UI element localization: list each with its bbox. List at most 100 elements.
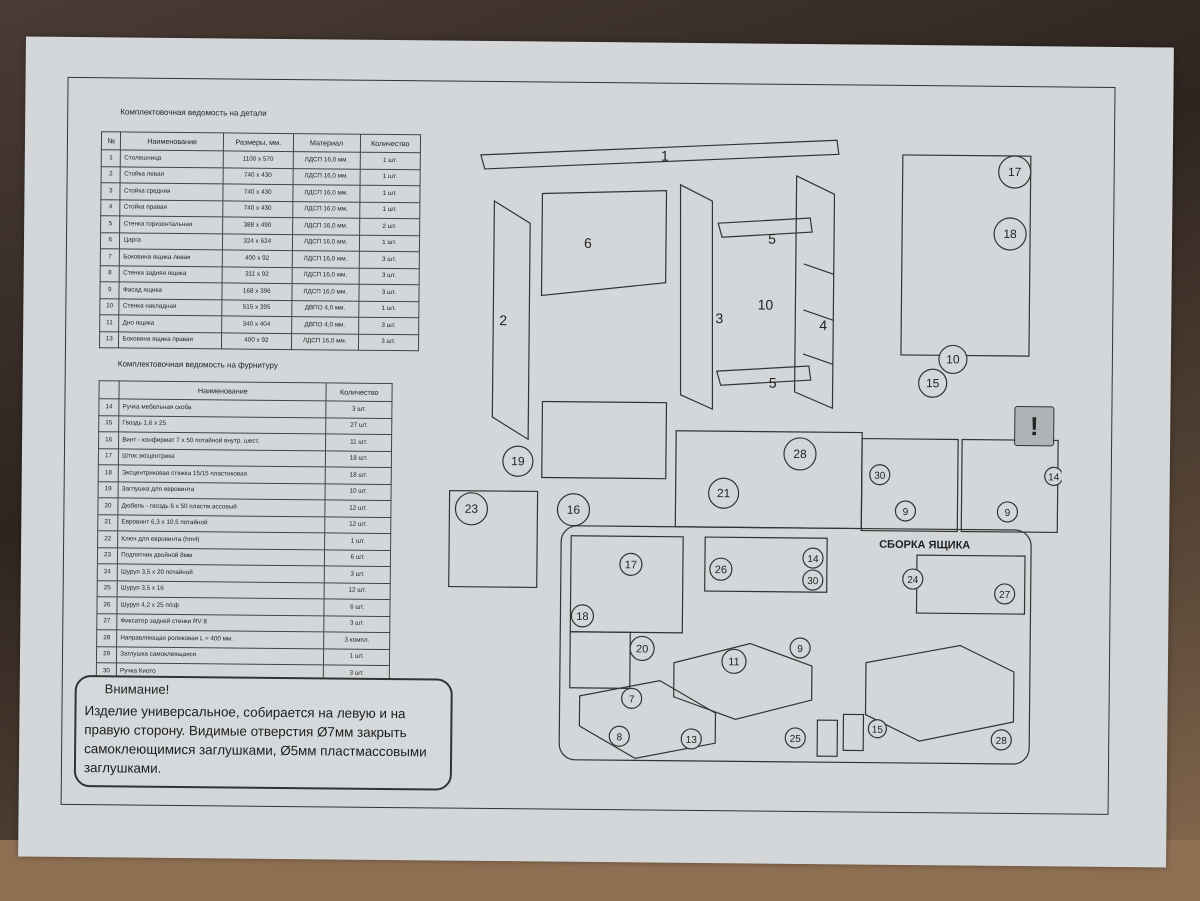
callout-9a-circle: [894, 500, 917, 522]
callout-8-circle: [608, 725, 630, 747]
table-cell: 1 шт.: [359, 201, 420, 219]
table-cell: Стойка левая: [120, 166, 224, 184]
table-cell: 1100 х 570: [223, 150, 294, 169]
parts-column-header: Материал: [293, 133, 361, 153]
label-30a: 30: [874, 471, 886, 482]
table-cell: 3 шт.: [324, 565, 391, 584]
label-10: 10: [758, 297, 774, 313]
hardware-heading: Комплектовочная ведомость на фурнитуру: [117, 359, 278, 370]
table-cell: 11 шт.: [325, 433, 392, 452]
detail-rail-screw: [674, 430, 863, 530]
detail-drill-1: [860, 437, 959, 533]
label-14b: 14: [807, 554, 819, 565]
table-cell: Гвоздь 1,6 х 25: [118, 415, 327, 434]
table-cell: 3 шт.: [358, 333, 419, 351]
panel-3-middle-stand: [679, 183, 714, 411]
table-cell: 13: [99, 331, 120, 348]
table-cell: 740 х 430: [222, 183, 293, 202]
callout-9b-circle: [996, 501, 1019, 523]
callout-20-circle: [629, 635, 655, 662]
label-5b: 5: [769, 375, 777, 391]
table-cell: Заглушка для евровинта: [118, 481, 326, 500]
drawer-detail-screw: [816, 719, 839, 757]
table-cell: 1 шт.: [358, 300, 419, 318]
table-cell: Стенка накладная: [119, 298, 222, 316]
panel-2-left-stand: [491, 199, 531, 441]
hardware-column-header: Наименование: [119, 380, 327, 401]
detail-confirmat: [541, 400, 668, 480]
label-25: 25: [790, 734, 802, 745]
table-cell: Царга: [119, 232, 223, 250]
table-cell: 22: [97, 530, 118, 548]
label-30b: 30: [807, 576, 819, 587]
table-cell: 23: [97, 547, 118, 564]
table-cell: Эксцентриковая стяжка 15/15 пластиковая: [118, 464, 326, 484]
table-cell: 14: [98, 398, 120, 416]
table-cell: Заглушка самоклеящаяся: [116, 646, 325, 665]
callout-24-circle: [902, 568, 924, 590]
parts-column-header: Наименование: [120, 131, 224, 151]
panel-6-back: [540, 190, 668, 297]
callout-15a-circle: [918, 368, 948, 398]
table-cell: 9: [99, 281, 120, 299]
drawer-assembly-region: [558, 525, 1032, 765]
table-cell: 12 шт.: [324, 582, 391, 600]
callout-26-circle: [709, 557, 733, 581]
hardware-number-header: [98, 380, 120, 399]
table-cell: 6: [100, 232, 121, 249]
drawer-assembly-title: СБОРКА ЯЩИКА: [879, 538, 971, 552]
table-cell: 515 х 395: [221, 299, 292, 317]
table-cell: 1 шт.: [359, 168, 421, 186]
table-cell: 4: [100, 199, 121, 216]
table-cell: Направляющая роликовая L = 400 мм.: [116, 629, 325, 649]
rail-2: [803, 309, 834, 321]
label-27: 27: [999, 590, 1011, 601]
label-28b: 28: [996, 736, 1008, 747]
table-cell: 740 х 430: [222, 167, 293, 185]
callout-9c-circle: [789, 637, 811, 659]
callout-30a-circle: [869, 464, 891, 486]
label-14a: 14: [1048, 472, 1060, 483]
table-cell: 3 шт.: [324, 615, 390, 633]
table-cell: ЛДСП 16,0 мм.: [291, 250, 360, 268]
table-cell: 740 х 430: [222, 200, 293, 218]
label-26: 26: [715, 564, 727, 576]
table-cell: 28: [96, 629, 117, 647]
table-cell: Стойка средняя: [120, 182, 223, 201]
label-2: 2: [499, 312, 507, 328]
table-cell: 324 х 624: [222, 233, 293, 251]
callout-13-circle: [680, 728, 702, 750]
callout-19-circle: [502, 445, 534, 477]
table-cell: 388 х 490: [222, 216, 293, 235]
rail-1: [803, 263, 834, 275]
table-cell: ЛДСП 16,0 мм.: [292, 151, 361, 169]
table-cell: 15: [98, 415, 119, 432]
panel-1-tabletop: [480, 139, 840, 170]
callout-11-circle: [721, 648, 747, 674]
label-21: 21: [717, 486, 731, 500]
label-9c: 9: [797, 644, 803, 655]
label-9b: 9: [1005, 508, 1011, 519]
label-5a: 5: [768, 231, 776, 247]
callout-7-circle: [621, 687, 643, 709]
table-cell: 340 х 404: [221, 315, 292, 334]
table-cell: 400 х 92: [222, 249, 293, 268]
table-cell: 3 шт.: [358, 251, 420, 269]
table-cell: Шуруп 3,5 х 20 потайной: [117, 563, 325, 583]
table-cell: ДВПО 4,0 мм.: [291, 300, 359, 318]
table-cell: ЛДСП 16,0 мм.: [291, 267, 359, 285]
table-cell: ЛДСП 16,0 мм.: [292, 184, 360, 202]
table-cell: 8: [100, 265, 120, 282]
table-cell: 3 шт.: [358, 317, 419, 335]
hardware-column-header: Количество: [326, 382, 393, 402]
table-cell: Дюбель - гвоздь 6 х 50 пластм.ассовый: [118, 497, 326, 517]
callout-17b-circle: [619, 552, 643, 576]
table-cell: Фиксатор задней стенки RV 8: [116, 613, 325, 632]
label-23: 23: [465, 502, 479, 516]
label-7: 7: [629, 694, 635, 705]
panel-5-shelf-top: [717, 217, 813, 238]
callout-25-circle: [784, 727, 806, 749]
table-cell: Столешница: [120, 149, 224, 168]
warning-exclamation-icon: !: [1014, 406, 1055, 447]
